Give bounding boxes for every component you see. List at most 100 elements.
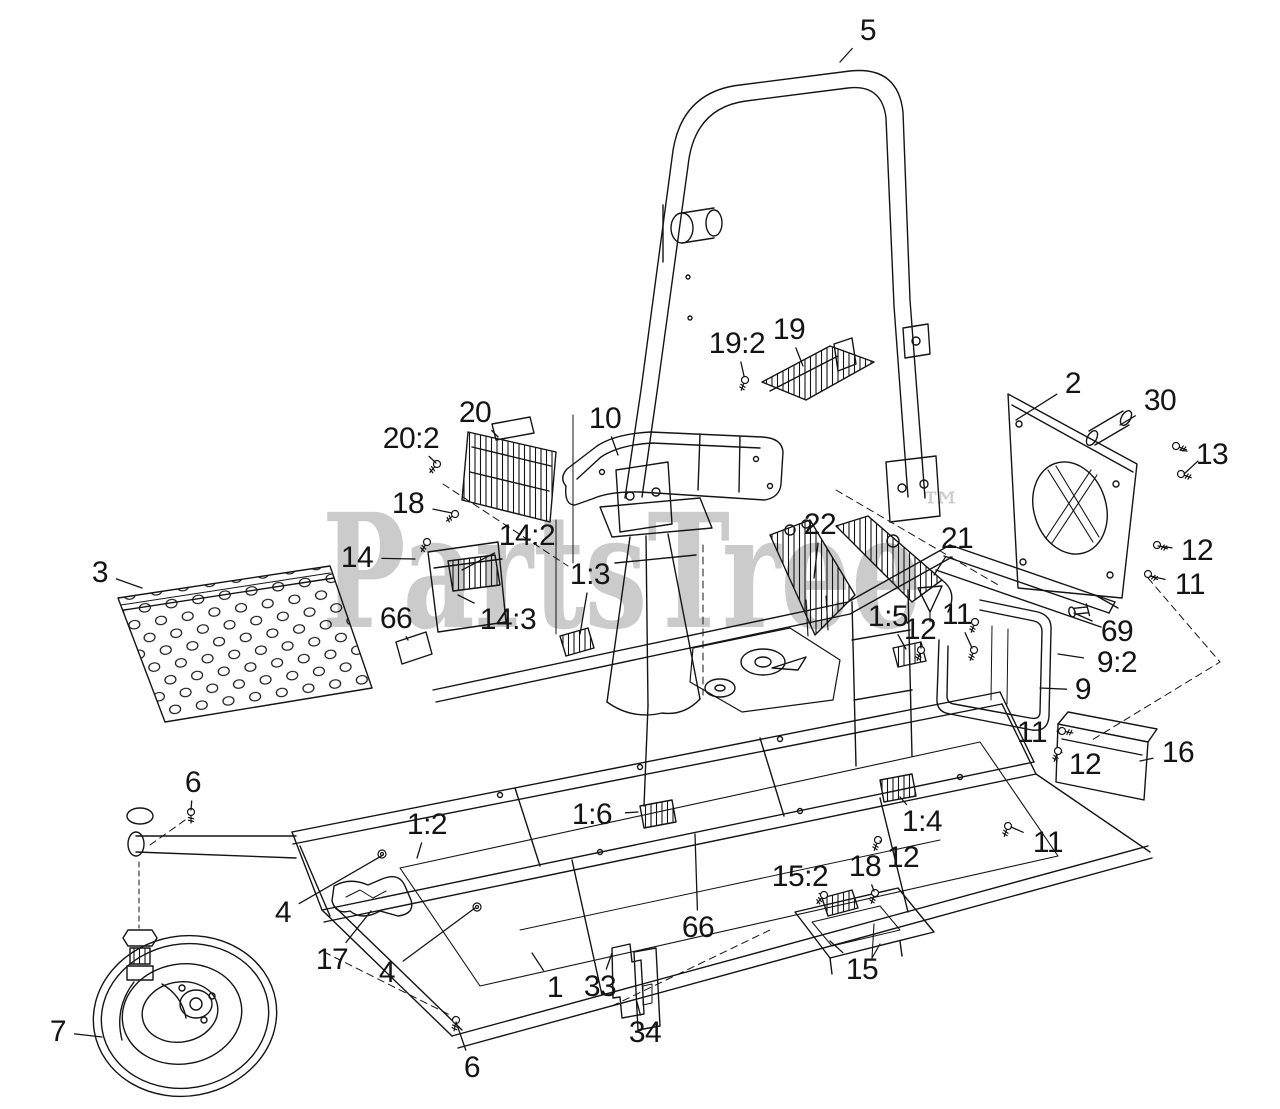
- rear-bumper-part-10: [562, 431, 784, 506]
- leader-line: [457, 594, 475, 604]
- callout-16: 16: [1161, 736, 1195, 769]
- callout-11: 11: [1174, 568, 1206, 601]
- callout-20-2: 20:2: [382, 422, 440, 455]
- callout-17: 17: [315, 943, 349, 976]
- leader-line: [416, 842, 423, 859]
- callout-9: 9: [1074, 673, 1092, 706]
- callout-18: 18: [848, 850, 882, 883]
- mount-bracket-part-19: [761, 337, 875, 401]
- leader-line: [964, 632, 973, 649]
- plates-part-33-34: [611, 943, 661, 1031]
- callout-3: 3: [91, 556, 109, 589]
- leader-line: [1119, 415, 1136, 426]
- leader-line: [829, 940, 844, 954]
- leader-line: [491, 429, 499, 438]
- leader-line: [795, 347, 804, 367]
- heat-shield-part-22: [769, 519, 856, 637]
- callout-12: 12: [1068, 748, 1102, 781]
- callout-15-2: 15:2: [771, 860, 829, 893]
- leader-line: [1057, 653, 1085, 659]
- callout-12: 12: [1180, 534, 1214, 567]
- callout-30: 30: [1143, 384, 1177, 417]
- heat-shield-part-21: [835, 515, 953, 623]
- callout-13: 13: [1195, 438, 1229, 471]
- tube-part-30: [1085, 410, 1133, 446]
- callout-1-4: 1:4: [901, 805, 943, 838]
- footrest-plate-part-3: [117, 565, 373, 723]
- leader-line: [839, 47, 853, 63]
- callout-14: 14: [340, 541, 374, 574]
- leader-line: [813, 542, 819, 579]
- leader-line: [1015, 393, 1058, 421]
- leader-line: [531, 952, 545, 971]
- callout-19: 19: [772, 313, 806, 346]
- leader-line: [402, 907, 476, 962]
- callout-1-5: 1:5: [867, 600, 909, 633]
- leader-line: [933, 556, 947, 576]
- callout-19-2: 19:2: [708, 327, 766, 360]
- callout-21: 21: [940, 522, 974, 555]
- callout-18: 18: [391, 487, 425, 520]
- leader-line: [1039, 687, 1068, 690]
- leader-line: [897, 634, 907, 650]
- leader-line: [461, 552, 496, 571]
- weldment-plate-part-17: [331, 876, 413, 917]
- leader-line: [610, 436, 619, 456]
- callout-12: 12: [903, 613, 937, 646]
- callout-15: 15: [845, 953, 879, 986]
- bracket-part-15: [794, 887, 935, 975]
- callout-10: 10: [588, 402, 622, 435]
- seat-tower: [599, 497, 713, 807]
- leader-line: [1139, 757, 1154, 762]
- leader-line: [381, 557, 416, 560]
- cover-box-part-16: [1055, 711, 1158, 801]
- main-frame-part-1: [291, 544, 1153, 1049]
- callout-11: 11: [1016, 716, 1048, 749]
- callout-1-2: 1:2: [406, 808, 448, 841]
- callout-9-2: 9:2: [1096, 646, 1138, 679]
- fan-plate-part-2: [1007, 393, 1138, 599]
- grate-bracket-part-20: [461, 416, 557, 523]
- leader-line: [115, 578, 143, 589]
- leader-line: [818, 892, 821, 895]
- leader-line: [605, 952, 613, 970]
- leader-line: [1149, 575, 1166, 581]
- callout-66: 66: [379, 602, 413, 635]
- callout-1-6: 1:6: [571, 798, 613, 831]
- leader-lines: [73, 47, 1188, 1051]
- extra-leader-15b: [871, 943, 881, 959]
- leader-line: [432, 508, 453, 514]
- fasteners: [186, 374, 1194, 1033]
- leader-line: [190, 800, 193, 811]
- leader-line: [1060, 751, 1063, 754]
- callout-11: 11: [1032, 826, 1064, 859]
- callout-34: 34: [628, 1016, 662, 1049]
- callout-14-3: 14:3: [479, 603, 537, 636]
- leader-line: [405, 636, 409, 641]
- callout-14-2: 14:2: [498, 519, 556, 552]
- callout-2: 2: [1064, 367, 1082, 400]
- discharge-guard-part-9: [936, 599, 1052, 731]
- trademark-symbol: ™: [920, 483, 962, 532]
- callout-4: 4: [378, 956, 396, 989]
- leader-line: [428, 455, 437, 464]
- leader-line: [455, 1021, 467, 1051]
- leader-line: [1157, 545, 1173, 549]
- callout-69: 69: [1100, 615, 1134, 648]
- callout-22: 22: [803, 508, 837, 541]
- callout-33: 33: [583, 970, 617, 1003]
- tag-part-66: [395, 631, 433, 665]
- leader-line: [1073, 612, 1093, 622]
- leader-line: [636, 1001, 642, 1016]
- callout-66: 66: [681, 911, 715, 944]
- leader-line: [694, 833, 699, 911]
- callout-5: 5: [859, 14, 877, 47]
- leader-line: [879, 840, 882, 843]
- leader-line: [73, 1033, 103, 1038]
- leader-line: [899, 796, 908, 806]
- callout-12: 12: [886, 841, 920, 874]
- leader-line: [345, 910, 372, 944]
